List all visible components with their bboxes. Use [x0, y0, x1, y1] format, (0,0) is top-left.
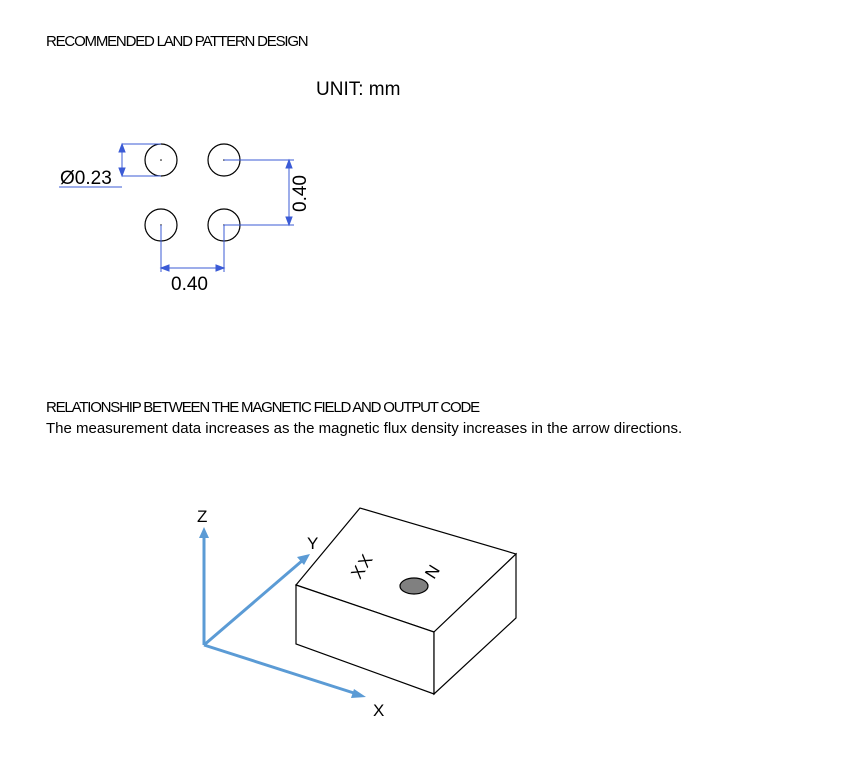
- x-axis-label: X: [373, 701, 384, 720]
- vertical-pitch-label: 0.40: [290, 175, 311, 212]
- axes-diagram: [199, 527, 366, 698]
- diameter-dimension: [59, 142, 161, 188]
- sensor-package: [294, 507, 518, 696]
- y-axis-arrow: [203, 558, 304, 647]
- magnetic-relationship-title: RELATIONSHIP BETWEEN THE MAGNETIC FIELD …: [46, 399, 480, 416]
- y-axis-label: Y: [307, 534, 318, 553]
- vertical-pitch-dimension: [224, 158, 294, 227]
- z-axis-label: Z: [197, 507, 207, 526]
- horizontal-pitch-label: 0.40: [171, 274, 208, 295]
- magnetic-description: The measurement data increases as the ma…: [46, 420, 683, 437]
- package-side-face: [433, 552, 517, 696]
- diameter-label: Ø0.23: [60, 168, 112, 189]
- land-pattern-diagram: Ø0.23 0.40 0.40: [59, 142, 311, 295]
- horizontal-pitch-dimension: [159, 225, 226, 272]
- pin1-marker: [399, 577, 429, 595]
- x-axis-arrow: [203, 643, 358, 696]
- unit-label: UNIT: mm: [316, 79, 401, 100]
- land-pattern-title: RECOMMENDED LAND PATTERN DESIGN: [46, 33, 309, 50]
